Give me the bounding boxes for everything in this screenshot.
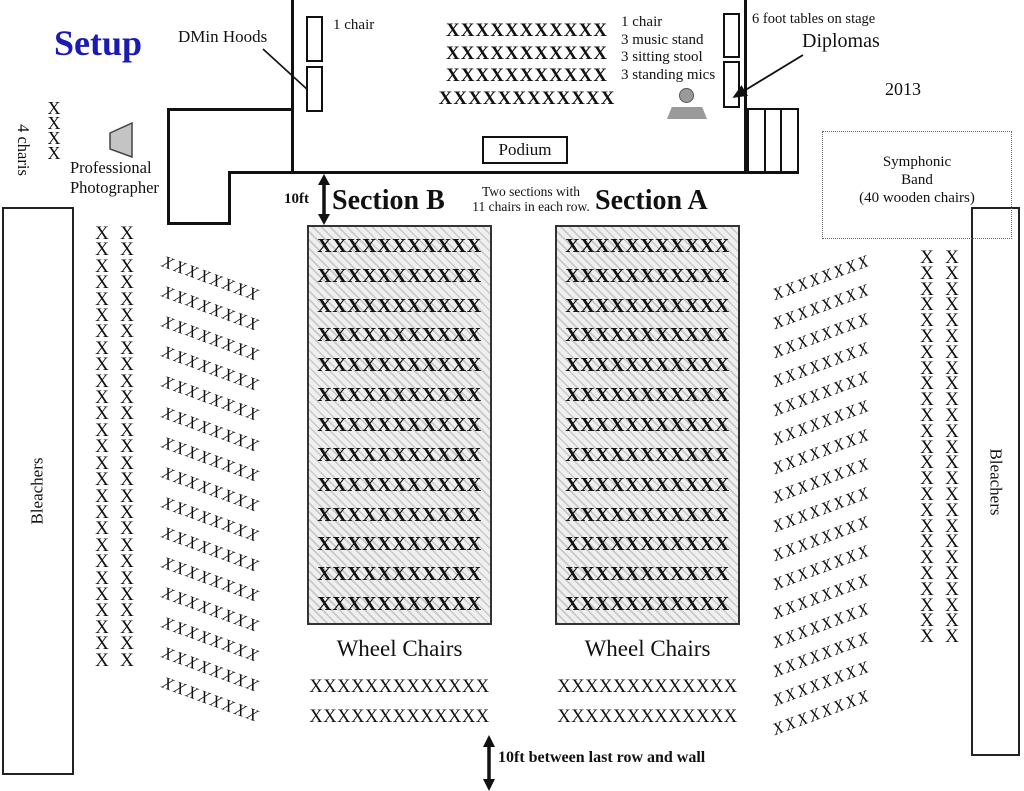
symphonic-line1: Symphonic xyxy=(882,154,952,170)
year-label: 2013 xyxy=(885,79,921,99)
wheel-chair-row: XXXXXXXXXXXXX xyxy=(309,677,490,697)
section-b-title: Section B xyxy=(332,185,445,216)
stage-performer-row: XXXXXXXXXXXX xyxy=(438,87,616,109)
stage-step xyxy=(763,110,781,172)
wheel-chair-row: XXXXXXXXXXXXX xyxy=(309,707,490,727)
alcove-left-wall xyxy=(167,108,170,225)
section-a-row: XXXXXXXXXXX xyxy=(565,354,730,377)
symphonic-band-area: Symphonic Band (40 wooden chairs) xyxy=(822,131,1012,239)
section-a-title: Section A xyxy=(595,185,708,216)
section-a-row: XXXXXXXXXXX xyxy=(565,264,730,287)
stage-front-edge xyxy=(228,171,799,174)
equipment-item: 3 music stand xyxy=(621,31,704,48)
section-b-row: XXXXXXXXXXX xyxy=(317,294,482,317)
diplomas-label: Diplomas xyxy=(802,30,880,52)
section-a-row: XXXXXXXXXXX xyxy=(565,503,730,526)
section-a-row: XXXXXXXXXXX xyxy=(565,294,730,317)
stage-left-wall xyxy=(291,0,294,174)
dmin-hoods-label: DMin Hoods xyxy=(178,27,268,46)
page-title: Setup xyxy=(54,23,143,63)
six-foot-table-1 xyxy=(723,13,740,58)
one-chair-left-label: 1 chair xyxy=(333,17,375,33)
wheel-chairs-a-rows: XXXXXXXXXXXXX XXXXXXXXXXXXX xyxy=(548,672,747,732)
left-bleachers: Bleachers xyxy=(2,207,74,775)
podium-label: Podium xyxy=(498,140,552,159)
photographer-label: Professional Photographer xyxy=(70,158,159,197)
section-b-row: XXXXXXXXXXX xyxy=(317,503,482,526)
section-b-row: XXXXXXXXXXX xyxy=(317,384,482,407)
stage-step xyxy=(749,110,764,172)
section-b-row: XXXXXXXXXXX xyxy=(317,324,482,347)
right-bleachers-label: Bleachers xyxy=(986,447,1006,516)
six-foot-tables-label: 6 foot tables on stage xyxy=(752,11,876,27)
section-a-row: XXXXXXXXXXX xyxy=(565,473,730,496)
wheel-chairs-b-label: Wheel Chairs xyxy=(336,636,463,661)
stage-performer-row: XXXXXXXXXXX xyxy=(446,65,608,86)
section-a-row: XXXXXXXXXXX xyxy=(565,234,730,257)
symphonic-line2: Band xyxy=(901,172,933,188)
alcove-right-wall xyxy=(228,171,231,225)
section-b-seating: XXXXXXXXXXX XXXXXXXXXXX XXXXXXXXXXX XXXXXXX… xyxy=(307,225,492,625)
stage-step xyxy=(780,110,797,172)
section-a-row: XXXXXXXXXXX xyxy=(565,533,730,556)
section-b-row: XXXXXXXXXXX xyxy=(317,354,482,377)
equipment-item: 3 sitting stool xyxy=(621,49,703,65)
section-b-row: XXXXXXXXXXX xyxy=(317,443,482,466)
stage-performer-row: XXXXXXXXXXX xyxy=(446,42,608,64)
bottom-gap-note: 10ft between last row and wall xyxy=(498,749,706,766)
equipment-item: 3 standing mics xyxy=(621,66,716,83)
section-a-row: XXXXXXXXXXX xyxy=(565,413,730,436)
section-b-row: XXXXXXXXXXX xyxy=(317,264,482,287)
dmin-hood-chair-2 xyxy=(306,66,323,112)
left-bleachers-label: Bleachers xyxy=(28,457,47,525)
section-a-row: XXXXXXXXXXX xyxy=(565,384,730,407)
section-b-row: XXXXXXXXXXX xyxy=(317,593,482,616)
section-b-row: XXXXXXXXXXX xyxy=(317,234,482,257)
section-b-row: XXXXXXXXXXX xyxy=(317,413,482,436)
stage-steps xyxy=(747,108,799,174)
speaker-person-base-icon xyxy=(667,107,707,119)
wheel-chairs-a-label: Wheel Chairs xyxy=(584,636,711,661)
photographer-icon xyxy=(109,121,133,159)
sections-note: Two sections with 11 chairs in each row. xyxy=(472,184,590,214)
wheel-chairs-b-rows: XXXXXXXXXXXXX XXXXXXXXXXXXX xyxy=(300,672,499,732)
podium: Podium xyxy=(482,136,568,164)
bottom-double-arrow-icon xyxy=(483,735,495,791)
right-bleachers: Bleachers xyxy=(971,207,1020,756)
gap-double-arrow-icon xyxy=(318,174,330,225)
section-b-row: XXXXXXXXXXX xyxy=(317,533,482,556)
dmin-pointer-line xyxy=(262,48,310,92)
stage-performer-row: XXXXXXXXXXX xyxy=(446,20,608,41)
section-a-row: XXXXXXXXXXX xyxy=(565,324,730,347)
wheel-chair-row: XXXXXXXXXXXXX xyxy=(557,707,738,727)
diplomas-arrow-icon xyxy=(732,54,804,98)
section-b-row: XXXXXXXXXXX xyxy=(317,473,482,496)
symphonic-line3: (40 wooden chairs) xyxy=(859,190,975,206)
dmin-hood-chair-1 xyxy=(306,16,323,62)
section-a-row: XXXXXXXXXXX xyxy=(565,563,730,586)
wheel-chair-row: XXXXXXXXXXXXX xyxy=(557,677,738,697)
section-a-row: XXXXXXXXXXX xyxy=(565,443,730,466)
alcove-bottom-wall xyxy=(167,222,231,225)
gap-10ft-label: 10ft xyxy=(284,191,309,207)
four-chairs-label: 4 charis xyxy=(14,124,33,176)
section-b-row: XXXXXXXXXXX xyxy=(317,563,482,586)
section-a-row: XXXXXXXXXXX xyxy=(565,593,730,616)
equipment-item: 1 chair xyxy=(621,14,663,30)
speaker-person-icon xyxy=(679,88,694,103)
section-a-seating: XXXXXXXXXXX XXXXXXXXXXX XXXXXXXXXXX XXXXXXX… xyxy=(555,225,740,625)
alcove-top-wall xyxy=(167,108,294,111)
